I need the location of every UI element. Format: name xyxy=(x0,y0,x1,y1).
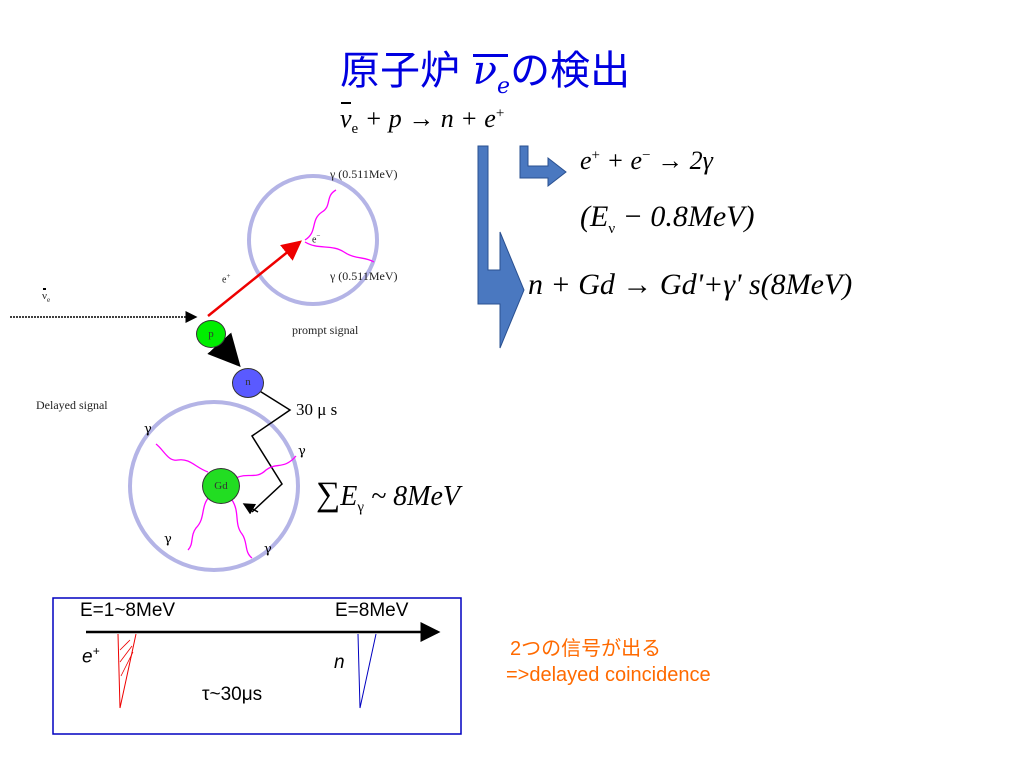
gamma-ray-left xyxy=(187,495,211,551)
neutron-pulse xyxy=(357,633,377,709)
positron-label: e+ xyxy=(222,272,230,285)
sum-rest: ~ 8MeV xyxy=(364,481,461,512)
reaction-rest: + p → n + e xyxy=(358,104,496,133)
reaction-nu-sub: e xyxy=(351,121,359,138)
prompt-energy-equation: (Eν − 0.8MeV) xyxy=(580,200,755,238)
reaction-nu: ν xyxy=(340,102,352,133)
gamma-label-c: γ xyxy=(164,532,172,547)
gamma-label-d: γ xyxy=(264,542,272,557)
reaction-sup: + xyxy=(495,105,505,122)
annihilation-mid: + e xyxy=(600,146,643,175)
photon-bottom xyxy=(304,241,375,263)
positron-pulse xyxy=(117,633,137,709)
electron-label: e− xyxy=(312,232,320,245)
note-line-2: =>delayed coincidence xyxy=(506,664,711,686)
sum-sub: γ xyxy=(357,499,364,516)
antineutrino-sub: e xyxy=(46,296,51,305)
annihilation-equation: e+ + e− → 2γ xyxy=(580,146,713,176)
timing-box xyxy=(52,597,462,735)
capture-text: n + Gd → Gd'+γ' s(8MeV) xyxy=(528,268,853,301)
prompt-signal-label: prompt signal xyxy=(292,323,359,337)
prompt-energy-range: E=1~8MeV xyxy=(80,600,176,621)
proton-neutron-arrow xyxy=(207,332,241,367)
page-title: 原子炉 νeの検出 xyxy=(340,38,630,99)
delayed-signal-label: Delayed signal xyxy=(36,398,108,412)
annihilation-sup2: − xyxy=(642,147,651,164)
neutron-capture-arrow xyxy=(242,503,259,515)
energy-open: (E xyxy=(580,200,609,233)
proton: p xyxy=(196,320,226,348)
annihilation-lhs: e xyxy=(580,146,592,175)
title-antineutrino: νe xyxy=(472,48,511,99)
prompt-circle xyxy=(247,174,379,306)
annihilation-block-arrow xyxy=(519,145,567,188)
positron-sup: + xyxy=(226,272,231,280)
timing-positron-sup: + xyxy=(92,644,100,658)
timing-neutron-label: n xyxy=(334,652,345,673)
delayed-energy: E=8MeV xyxy=(335,600,409,621)
neutron: n xyxy=(232,368,264,398)
sum-e: E xyxy=(340,481,358,512)
positron-symbol: e xyxy=(222,274,227,286)
gamma-ray-upper-left xyxy=(155,443,209,473)
photon-top xyxy=(304,189,337,241)
time-delay-label: 30 μ s xyxy=(296,400,338,419)
delayed-circle xyxy=(128,400,300,572)
gamma-label-a: γ xyxy=(144,422,152,437)
title-nu-sub: e xyxy=(497,74,511,99)
energy-sub: ν xyxy=(608,221,616,237)
note-line-1: 2つの信号が出る xyxy=(510,638,662,660)
capture-block-arrow xyxy=(477,145,525,349)
gamma-label-top: γ (0.511MeV) xyxy=(330,167,398,181)
positron-track xyxy=(207,240,302,317)
gadolinium-nucleus: Gd xyxy=(202,468,240,504)
neutron-capture-equation: n + Gd → Gd'+γ' s(8MeV) xyxy=(528,268,852,302)
title-prefix: 原子炉 xyxy=(340,48,460,94)
gamma-sum-equation: ∑Eγ ~ 8MeV xyxy=(316,476,460,517)
timing-positron-label: e+ xyxy=(82,644,100,668)
timing-positron-symbol: e xyxy=(82,646,93,668)
electron-symbol: e xyxy=(312,234,317,246)
sum-sigma: ∑ xyxy=(316,476,341,513)
gamma-label-b: γ xyxy=(298,444,306,459)
positron-pulse-hatch xyxy=(119,639,134,677)
annihilation-sup1: + xyxy=(591,147,601,164)
neutron-random-walk xyxy=(250,389,292,513)
electron-sup: − xyxy=(316,232,321,240)
gamma-ray-upper-right xyxy=(235,455,297,479)
gamma-ray-bottom xyxy=(231,499,253,559)
antineutrino-symbol: ν xyxy=(42,288,47,302)
energy-rest: − 0.8MeV) xyxy=(615,200,755,233)
inverse-beta-equation: νe + p → n + e+ xyxy=(340,102,505,138)
timing-tau-label: τ~30μs xyxy=(202,684,263,705)
antineutrino-label: νe xyxy=(42,288,51,305)
annihilation-rhs: → 2γ xyxy=(650,146,713,175)
title-suffix: の検出 xyxy=(510,48,631,94)
gamma-label-mid: γ (0.511MeV) xyxy=(330,269,398,283)
